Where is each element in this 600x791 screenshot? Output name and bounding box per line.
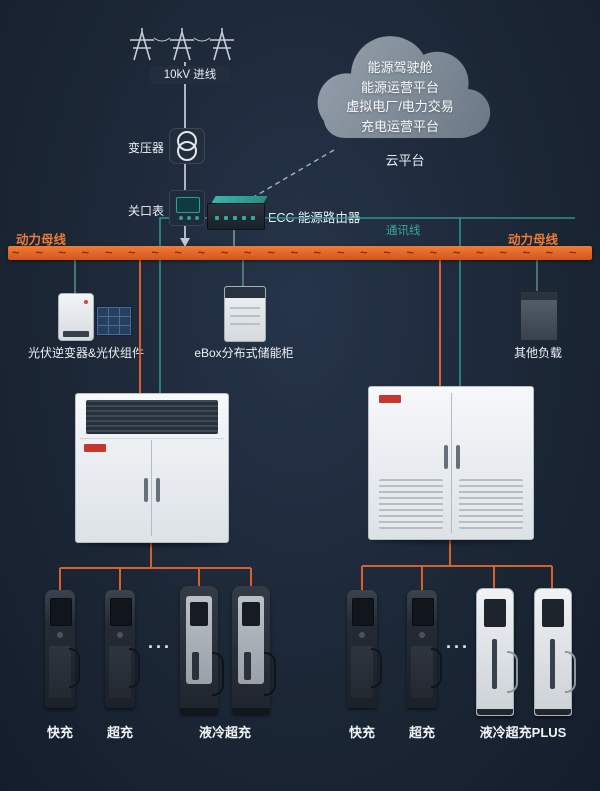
charger-screen	[110, 598, 132, 626]
transmission-towers-icon	[130, 28, 234, 61]
gateway-meter-icon	[169, 190, 205, 226]
fast-charger-right	[347, 590, 382, 708]
cloud-caption: 云平台	[385, 153, 425, 168]
comm-line-label: 通讯线	[386, 225, 421, 237]
cloud-platform-list: 能源驾驶舱 能源运营平台 虚拟电厂/电力交易 充电运营平台	[310, 58, 490, 136]
cabinet-vent	[379, 479, 443, 529]
transformer-label: 变压器	[127, 141, 164, 155]
bus-label-left: 动力母线	[16, 233, 67, 247]
pv-branch-label: 光伏逆变器&光伏组件	[27, 346, 144, 360]
charger-screen	[50, 598, 72, 626]
label-super-charge-left: 超充	[106, 725, 133, 740]
gateway-meter-label: 关口表	[127, 204, 164, 218]
pv-module-icon	[96, 306, 132, 336]
door-handle	[456, 445, 460, 469]
fast-charger-left	[45, 590, 80, 708]
cabinet-vent	[459, 479, 523, 529]
bus-label-right: 动力母线	[508, 233, 559, 247]
label-liquid-cooled-plus: 液冷超充PLUS	[479, 725, 567, 740]
label-fast-charge-right: 快充	[348, 725, 375, 740]
door-handle	[444, 445, 448, 469]
cloud-icon	[300, 26, 496, 152]
charger-screen	[484, 599, 506, 627]
pv-inverter-icon	[58, 293, 94, 341]
right-charger-distribution	[361, 538, 553, 592]
super-charger-left	[105, 590, 140, 708]
label-fast-charge-left: 快充	[46, 725, 73, 740]
incoming-line-label: 10kV 进线	[150, 66, 230, 84]
charger-screen	[242, 602, 260, 626]
ebox-label: eBox分布式储能柜	[194, 346, 294, 360]
cabinet-vent	[86, 400, 218, 434]
other-load-icon	[520, 291, 558, 341]
ellipsis-left: ...	[147, 632, 172, 652]
liquid-cooled-charger-1	[180, 586, 224, 714]
other-load-label: 其他负载	[513, 346, 562, 360]
left-power-cabinet	[75, 393, 229, 543]
ecc-energy-router-icon	[207, 196, 268, 230]
power-bus-bar: ~ ~ ~ ~ ~ ~ ~ ~ ~ ~ ~ ~ ~ ~ ~ ~ ~ ~ ~ ~ …	[8, 246, 592, 260]
door-handle	[144, 478, 148, 502]
router-ports	[215, 216, 219, 220]
liquid-cooled-charger-2	[232, 586, 276, 714]
brand-logo	[84, 444, 106, 452]
charger-screen	[352, 598, 374, 626]
cloud-line-4: 充电运营平台	[360, 118, 439, 134]
ebox-storage-cabinet-icon	[224, 286, 266, 342]
left-charger-distribution	[59, 541, 252, 592]
cloud-line-2: 能源运营平台	[360, 79, 439, 95]
meter-screen	[176, 197, 200, 213]
charger-screen	[412, 598, 434, 626]
router-cloud-dashed-link	[251, 149, 335, 199]
cloud-line-3: 虚拟电厂/电力交易	[346, 99, 454, 114]
transformer-icon	[169, 128, 205, 164]
charger-screen	[542, 599, 564, 627]
label-liquid-cooled-left: 液冷超充	[198, 725, 251, 740]
cloud-line-1: 能源驾驶舱	[367, 60, 433, 75]
liquid-cooled-plus-charger-1	[476, 588, 518, 716]
liquid-cooled-plus-charger-2	[534, 588, 576, 716]
cabinet-power-drops	[139, 252, 441, 395]
door-handle	[156, 478, 160, 502]
feed-arrow	[180, 238, 190, 247]
right-power-cabinet	[368, 386, 534, 540]
ellipsis-right: ...	[445, 632, 470, 652]
brand-logo	[379, 395, 401, 403]
super-charger-right	[407, 590, 442, 708]
charger-screen	[190, 602, 208, 626]
label-super-charge-right: 超充	[408, 725, 435, 740]
